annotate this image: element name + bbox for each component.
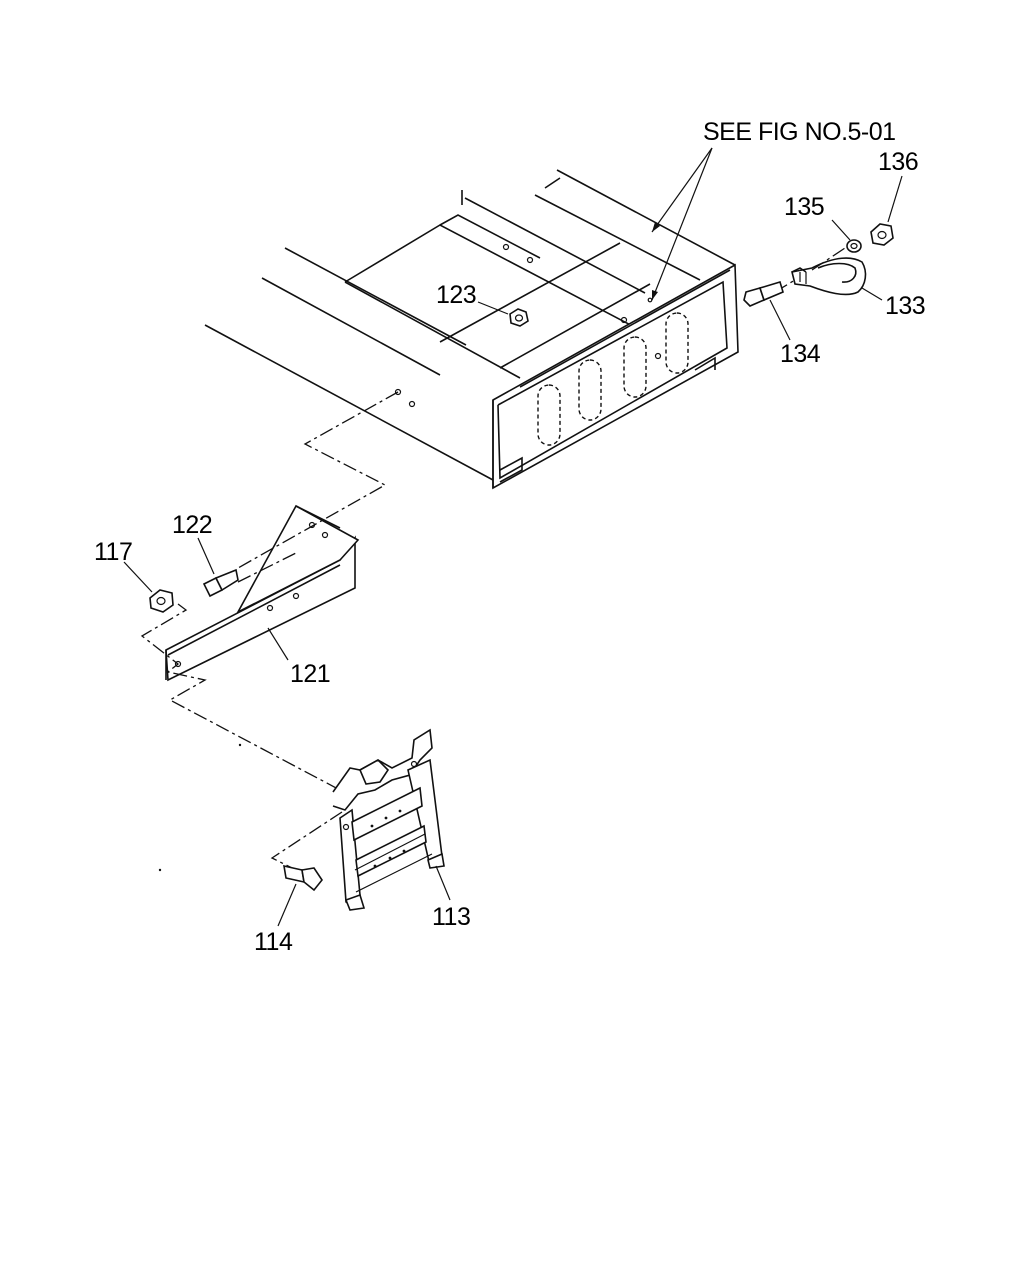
reference-note: SEE FIG NO.5-01 xyxy=(703,118,896,146)
callout-123: 123 xyxy=(436,281,476,309)
frame-assembly xyxy=(204,169,739,490)
callout-121: 121 xyxy=(290,660,330,688)
nut-136 xyxy=(870,223,894,246)
lightening-holes xyxy=(537,312,689,446)
callout-114: 114 xyxy=(254,928,293,956)
callout-133: 133 xyxy=(885,292,925,320)
assembly-centerlines xyxy=(140,391,399,869)
bolt-122 xyxy=(202,568,239,598)
callout-117: 117 xyxy=(94,538,132,566)
nut-117 xyxy=(149,589,174,613)
callout-113: 113 xyxy=(432,903,470,931)
reference-leaders xyxy=(651,147,713,301)
callout-134: 134 xyxy=(780,340,821,368)
callout-135: 135 xyxy=(784,193,824,221)
tow-hook-133 xyxy=(791,257,867,296)
bolt-114 xyxy=(283,864,323,892)
bolt-134 xyxy=(743,281,784,307)
bracket-121 xyxy=(165,504,360,682)
callout-122: 122 xyxy=(172,511,212,539)
step-113 xyxy=(332,728,445,911)
callout-136: 136 xyxy=(878,148,918,176)
nut-123 xyxy=(509,308,529,327)
washer-135 xyxy=(846,239,862,253)
